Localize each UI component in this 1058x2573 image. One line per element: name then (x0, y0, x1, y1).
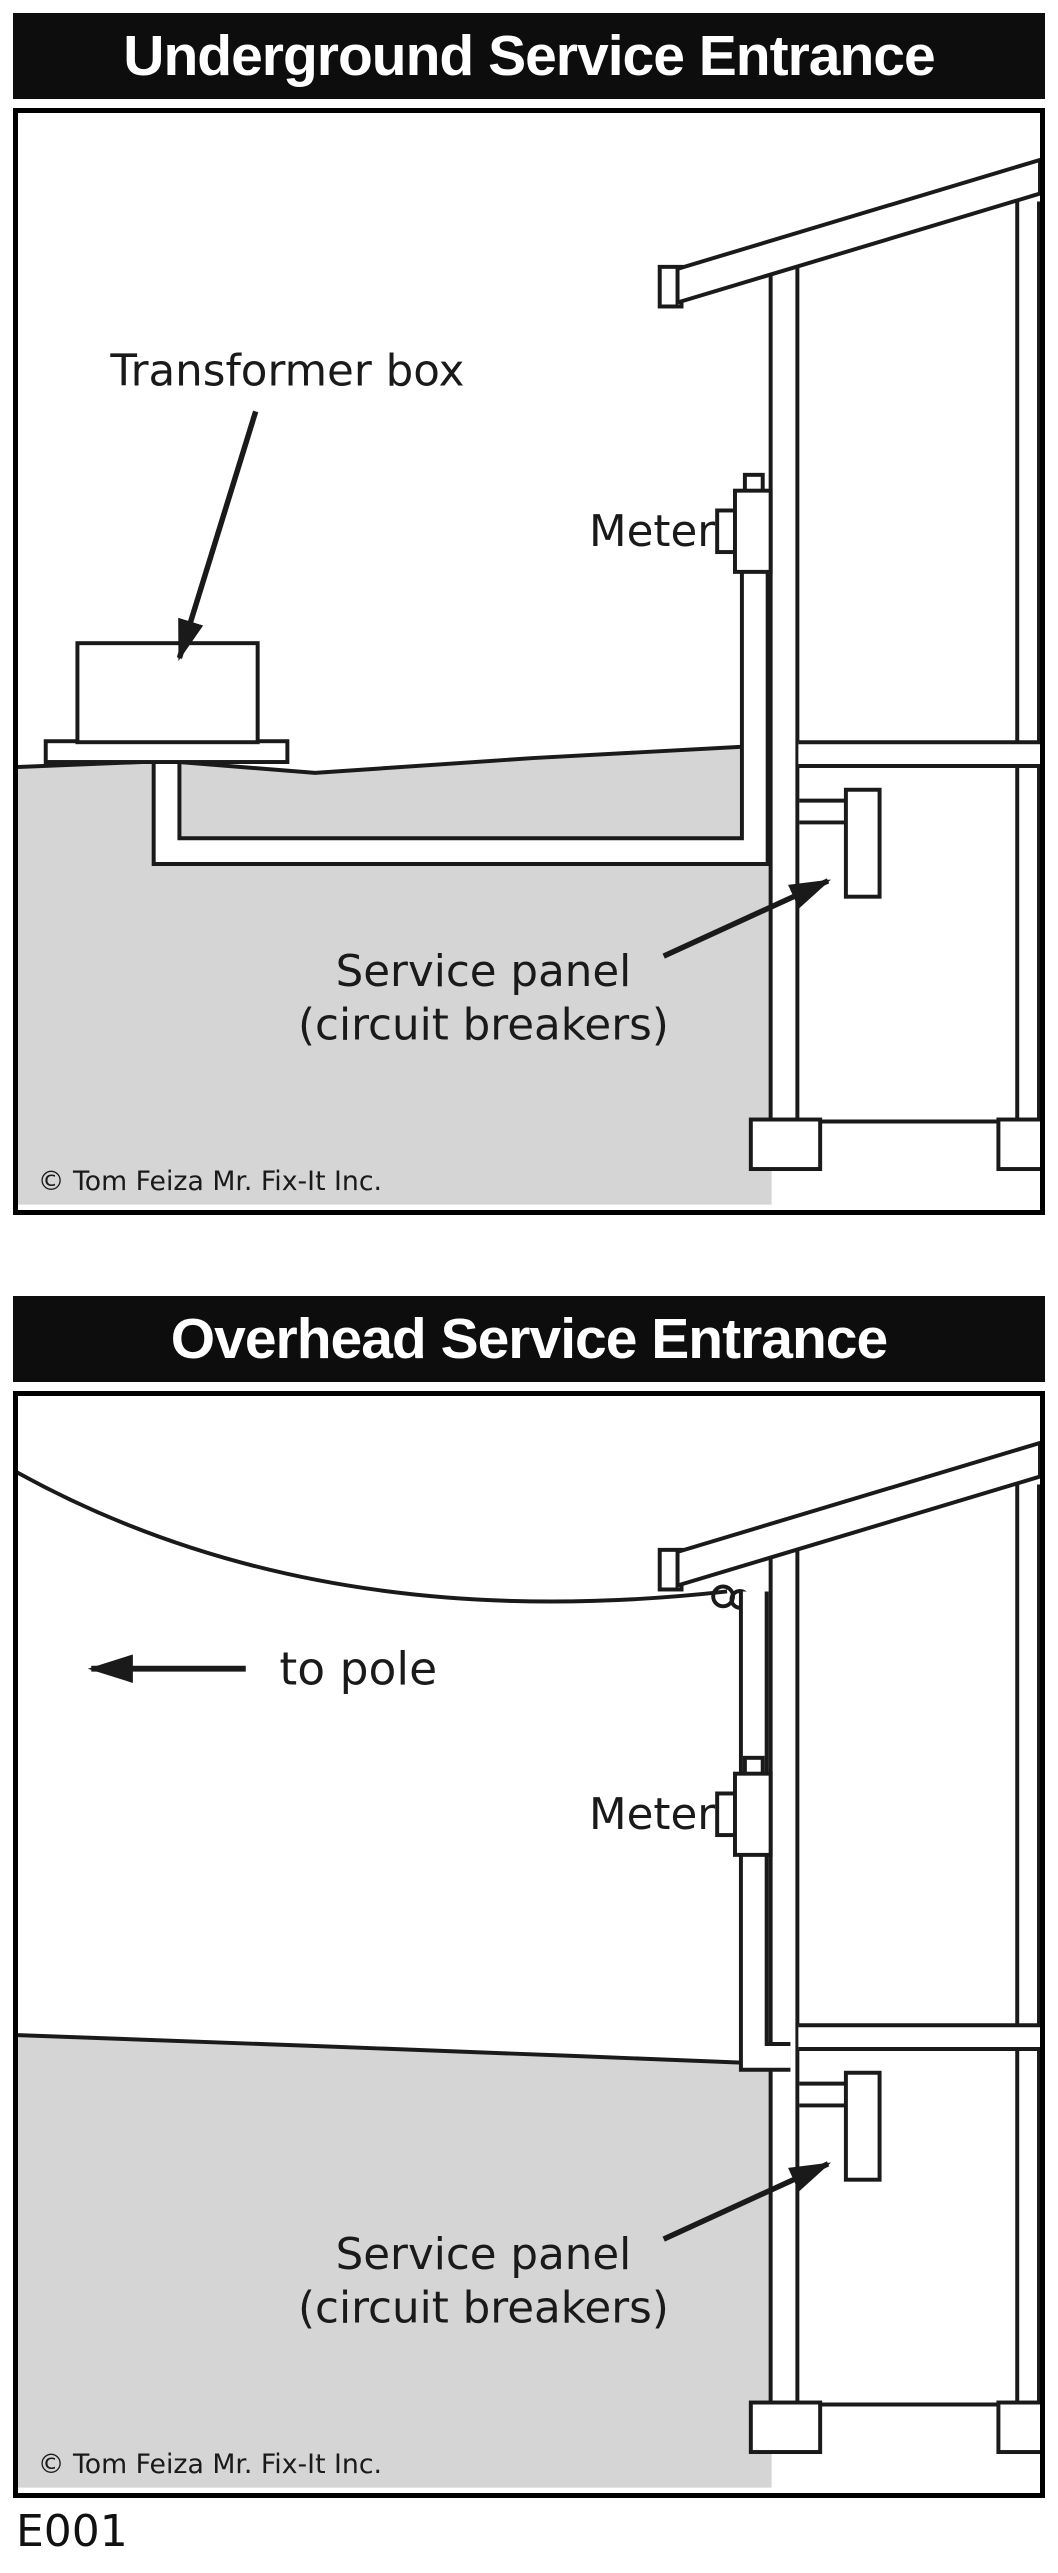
roof (675, 1440, 1040, 1589)
right-footing (996, 1117, 1040, 1172)
meter-label: Meter (589, 1790, 715, 1840)
service-panel-box (843, 2070, 882, 2182)
meter-box (715, 1755, 773, 1857)
illustration-sheet: Underground Service Entrance (0, 13, 1058, 2573)
house-wall (768, 260, 800, 1123)
interior-wall (1015, 199, 1040, 1123)
transformer-box (75, 641, 260, 745)
to-pole-label: to pole (279, 1643, 437, 1696)
overhead-figure: to pole Meter Service panel (circuit bre… (13, 1391, 1045, 2498)
roof (675, 157, 1040, 306)
ground (18, 2035, 772, 2488)
overhead-diagram: to pole Meter Service panel (circuit bre… (18, 1440, 1040, 2488)
underground-diagram: Transformer box Meter Service panel (cir… (18, 157, 1040, 1205)
meter-label: Meter (589, 507, 715, 557)
house-wall (768, 1543, 800, 2406)
underground-cable (151, 568, 770, 866)
service-panel-label-line2: (circuit breakers) (298, 2283, 669, 2333)
underground-title-bar: Underground Service Entrance (13, 13, 1045, 99)
transformer-pad (43, 739, 290, 764)
overhead-title: Overhead Service Entrance (170, 1307, 888, 1371)
right-footing (996, 2400, 1040, 2455)
wall-footing (748, 1117, 823, 1172)
underground-title: Underground Service Entrance (123, 24, 935, 88)
service-panel-label-line2: (circuit breakers) (298, 1000, 669, 1050)
transformer-box-label: Transformer box (109, 347, 464, 397)
overhead-title-bar: Overhead Service Entrance (13, 1296, 1045, 1382)
sheet-code: E001 (16, 2506, 128, 2557)
service-panel-arrow (662, 878, 832, 959)
meter-box (715, 472, 773, 574)
floor-band (798, 740, 1040, 768)
service-panel-arrow (662, 2161, 832, 2242)
service-panel-label-line1: Service panel (336, 2230, 632, 2280)
transformer-arrow (176, 410, 259, 662)
meter-to-wall-conduit (738, 1848, 791, 2072)
copyright-credit: © Tom Feiza Mr. Fix-It Inc. (38, 1166, 382, 1197)
copyright-credit: © Tom Feiza Mr. Fix-It Inc. (38, 2449, 382, 2480)
underground-figure: Transformer box Meter Service panel (cir… (13, 108, 1045, 1215)
floor-band (798, 2023, 1040, 2051)
interior-wall (1015, 1482, 1040, 2406)
service-panel-label-line1: Service panel (336, 947, 632, 997)
ground-surface-line (18, 2033, 772, 2066)
service-panel-box (843, 787, 882, 899)
service-drop-wire (18, 1470, 728, 1604)
wall-footing (748, 2400, 823, 2455)
